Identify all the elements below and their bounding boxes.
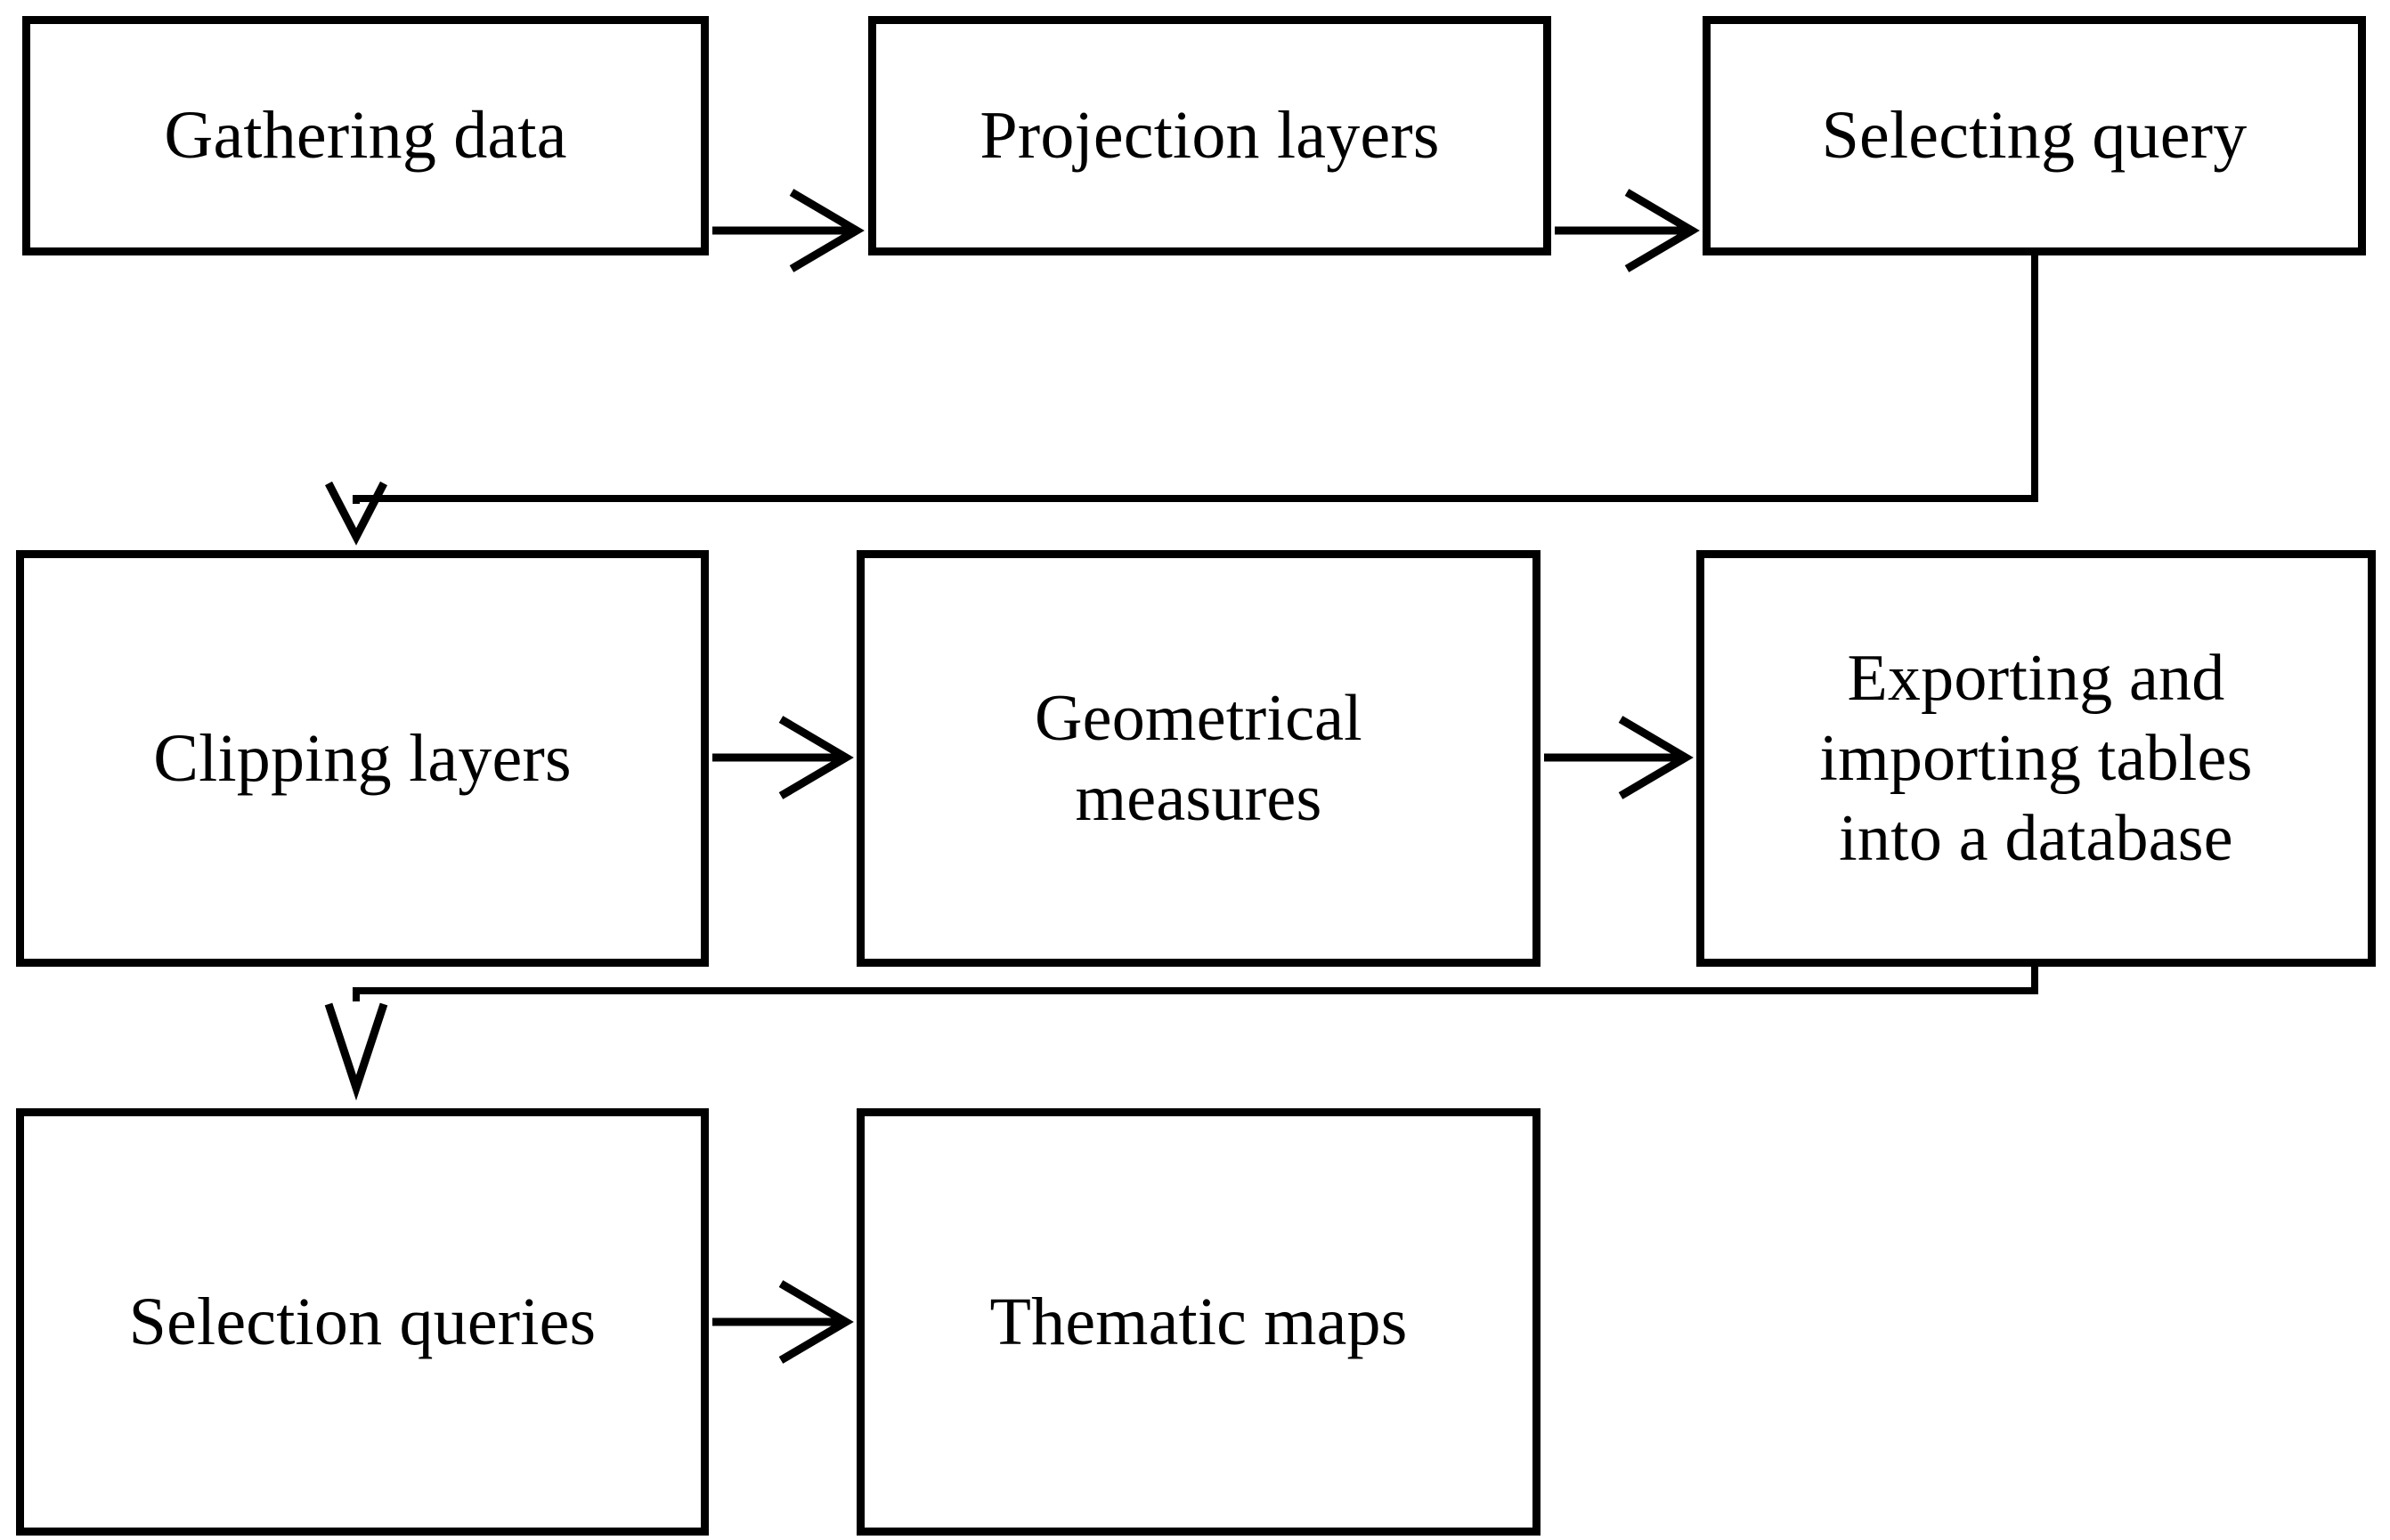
arrow-geometrical-measures-to-exporting-importing-tables xyxy=(1544,716,1694,799)
node-label: Selecting query xyxy=(1821,98,2248,174)
node-label: Projection layers xyxy=(980,98,1440,174)
node-label: Geometrical measures xyxy=(1035,681,1362,835)
node-label: Gathering data xyxy=(164,98,567,174)
node-clipping-layers[interactable]: Clipping layers xyxy=(16,550,709,967)
node-gathering-data[interactable]: Gathering data xyxy=(22,16,709,255)
arrow-gathering-data-to-projection-layers xyxy=(712,189,865,272)
arrow-selection-queries-to-thematic-maps xyxy=(712,1280,854,1364)
node-exporting-importing-tables[interactable]: Exporting and importing tables into a da… xyxy=(1696,550,2376,967)
node-label: Selection queries xyxy=(128,1284,597,1359)
node-geometrical-measures[interactable]: Geometrical measures xyxy=(857,550,1540,967)
node-selection-queries[interactable]: Selection queries xyxy=(16,1108,709,1536)
arrow-selecting-query-to-clipping-layers xyxy=(325,255,2038,546)
node-projection-layers[interactable]: Projection layers xyxy=(868,16,1551,255)
node-label: Thematic maps xyxy=(989,1284,1408,1359)
arrow-projection-layers-to-selecting-query xyxy=(1555,189,1700,272)
node-thematic-maps[interactable]: Thematic maps xyxy=(857,1108,1540,1536)
node-label: Exporting and importing tables into a da… xyxy=(1819,641,2253,876)
node-label: Clipping layers xyxy=(153,720,572,796)
arrow-exporting-importing-tables-to-selection-queries xyxy=(324,967,2038,1101)
arrow-clipping-layers-to-geometrical-measures xyxy=(712,716,854,799)
node-selecting-query[interactable]: Selecting query xyxy=(1703,16,2366,255)
